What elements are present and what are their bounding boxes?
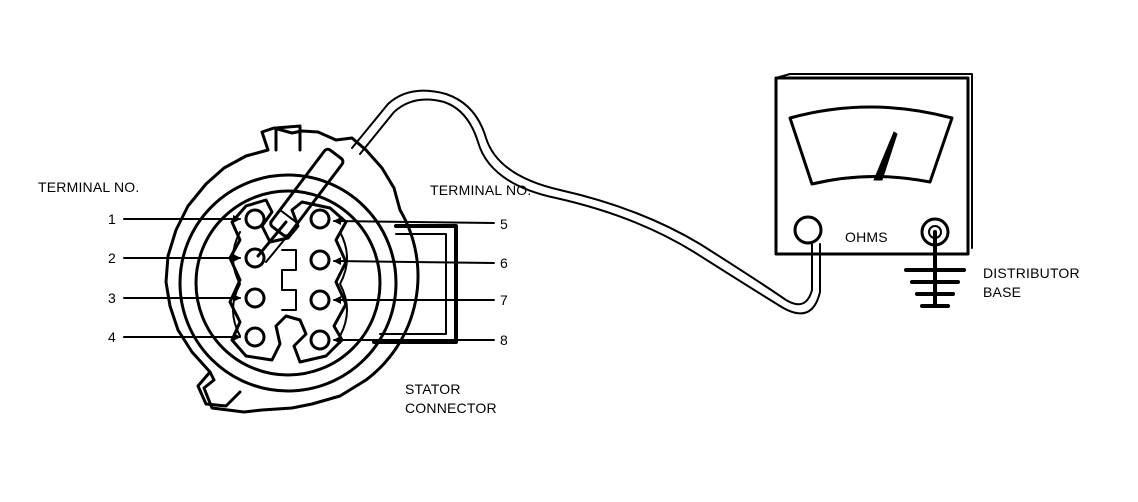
connector-key-tab-top xyxy=(274,124,302,152)
terminal-number-5: 5 xyxy=(500,216,508,232)
lead-cable-outer xyxy=(351,89,813,306)
terminal-number-4: 4 xyxy=(108,329,116,345)
connector-insert xyxy=(228,198,348,364)
ohms-label: OHMS xyxy=(845,229,888,245)
terminal-pin-4 xyxy=(244,326,266,348)
terminal-number-3: 3 xyxy=(108,290,116,306)
ohmmeter-body-top xyxy=(775,73,791,79)
terminal-pin-5 xyxy=(309,208,331,230)
connector-key-tab-bottom xyxy=(196,370,242,408)
terminal-number-1: 1 xyxy=(108,211,116,227)
terminal-pin-3 xyxy=(244,287,266,309)
ohmmeter-needle xyxy=(873,131,898,181)
terminal-number-6: 6 xyxy=(500,255,508,271)
terminal-label-right: TERMINAL NO. xyxy=(430,182,531,198)
ohmmeter-body-shadow xyxy=(789,73,973,249)
ohmmeter-body xyxy=(774,76,970,256)
test-lead xyxy=(256,89,821,315)
stator-label-line1: STATOR xyxy=(405,381,461,397)
connector-ring-middle xyxy=(178,173,398,393)
connector-latch xyxy=(372,224,458,344)
probe-tip-edge xyxy=(265,227,295,263)
connector-latch-inner xyxy=(379,233,447,335)
probe-tip xyxy=(256,220,288,258)
connector-slot-left xyxy=(232,231,241,337)
ohmmeter-terminal-left xyxy=(793,215,823,245)
terminal-label-left: TERMINAL NO. xyxy=(38,179,139,195)
ground-label-line1: DISTRIBUTOR xyxy=(983,265,1080,281)
terminal-number-2: 2 xyxy=(108,250,116,266)
connector-ring-inner xyxy=(194,189,382,377)
leader-6 xyxy=(333,257,495,266)
terminal-numbers: 1 2 3 4 5 6 7 8 xyxy=(108,211,508,348)
connector-slot-right xyxy=(339,231,348,337)
terminal-pin-6 xyxy=(309,249,331,271)
stator-connector xyxy=(164,124,458,414)
terminal-number-8: 8 xyxy=(500,332,508,348)
terminal-pin-8 xyxy=(309,329,331,351)
ground-symbol xyxy=(904,230,966,308)
terminal-leaders xyxy=(123,215,495,344)
ohmmeter-dial xyxy=(788,105,954,186)
terminal-pin-1 xyxy=(244,208,266,230)
leader-5 xyxy=(333,217,495,226)
terminal-pin-7 xyxy=(309,289,331,311)
ohmmeter: OHMS xyxy=(774,73,973,256)
stator-label-line2: CONNECTOR xyxy=(405,400,497,416)
lead-cable-inner xyxy=(359,98,821,315)
connector-divider xyxy=(281,249,297,311)
terminal-number-7: 7 xyxy=(500,292,508,308)
ground-label-line2: BASE xyxy=(983,284,1021,300)
